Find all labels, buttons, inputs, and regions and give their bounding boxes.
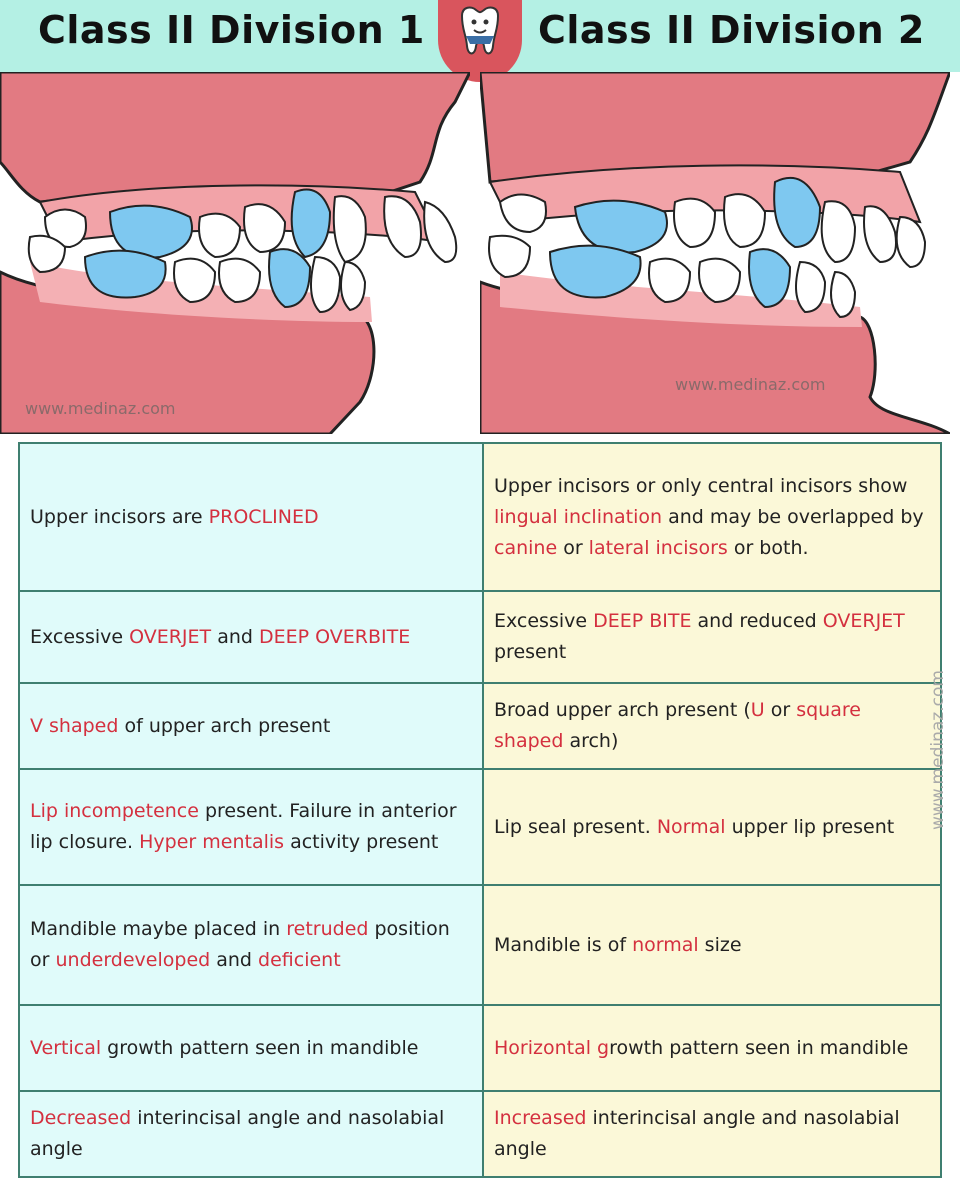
div1-cell: Vertical growth pattern seen in mandible: [18, 1004, 484, 1092]
highlight-text: square shaped: [494, 699, 861, 752]
cell-text: rowth pattern seen in mandible: [609, 1036, 909, 1059]
highlight-text: canine: [494, 536, 558, 559]
table-row: Lip incompetence present. Failure in ant…: [18, 768, 942, 886]
highlight-text: lingual inclination: [494, 505, 663, 528]
cell-text: or: [764, 699, 797, 721]
div1-cell: Upper incisors are PROCLINED: [18, 442, 484, 592]
highlight-text: retruded: [286, 918, 369, 940]
highlight-text: DEEP BITE: [593, 610, 692, 632]
tooth-mascot-icon: [438, 0, 522, 82]
table-row: Vertical growth pattern seen in mandible…: [18, 1004, 942, 1092]
highlight-text: Lip incompetence: [30, 800, 199, 822]
cell-text: growth pattern seen in mandible: [101, 1036, 419, 1059]
highlight-text: Decreased: [30, 1107, 132, 1129]
table-row: Mandible maybe placed in retruded positi…: [18, 884, 942, 1006]
div2-cell: Excessive DEEP BITE and reduced OVERJET …: [482, 590, 942, 684]
left-watermark: www.medinaz.com: [25, 399, 176, 418]
right-watermark: www.medinaz.com: [675, 375, 826, 394]
cell-text: or: [557, 536, 589, 559]
cell-text: interincisal angle and nasolabial angle: [30, 1107, 445, 1160]
highlight-text: Vertical: [30, 1036, 102, 1059]
cell-text: and: [210, 949, 259, 971]
cell-text: Excessive: [30, 625, 130, 648]
class2-div2-teeth-illustration: www.medinaz.com: [480, 72, 950, 434]
div1-cell: Mandible maybe placed in retruded positi…: [18, 884, 484, 1006]
div2-cell: Lip seal present. Normal upper lip prese…: [482, 768, 942, 886]
cell-text: activity present: [284, 831, 439, 853]
cell-text: present: [494, 641, 567, 663]
div2-cell: Upper incisors or only central incisors …: [482, 442, 942, 592]
div2-cell: Mandible is of normal size: [482, 884, 942, 1006]
cell-text: of upper arch present: [118, 714, 331, 737]
div2-cell: Increased interincisal angle and nasolab…: [482, 1090, 942, 1178]
highlight-text: normal: [632, 933, 699, 956]
div2-cell: Broad upper arch present (U or square sh…: [482, 682, 942, 770]
cell-text: size: [698, 933, 742, 956]
div2-cell: Horizontal growth pattern seen in mandib…: [482, 1004, 942, 1092]
cell-text: Excessive: [494, 610, 594, 632]
highlight-text: Horizontal g: [494, 1036, 610, 1059]
cell-text: and reduced: [691, 610, 823, 632]
left-title: Class II Division 1: [38, 8, 425, 52]
cell-text: Upper incisors or only central incisors …: [494, 474, 908, 497]
cell-text: and: [211, 625, 259, 648]
cell-text: position or: [30, 918, 450, 971]
highlight-text: Increased: [494, 1107, 587, 1129]
class2-div1-teeth-illustration: www.medinaz.com: [0, 72, 470, 434]
div1-cell: Excessive OVERJET and DEEP OVERBITE: [18, 590, 484, 684]
highlight-text: deficient: [258, 949, 341, 971]
cell-text: arch): [563, 730, 619, 752]
div1-cell: Lip incompetence present. Failure in ant…: [18, 768, 484, 886]
highlight-text: OVERJET: [822, 610, 905, 632]
highlight-text: Hyper mentalis: [139, 831, 285, 853]
cell-text: interincisal angle and nasolabial angle: [494, 1107, 900, 1160]
cell-text: Mandible maybe placed in: [30, 918, 287, 940]
cell-text: present. Failure in anterior lip closure…: [30, 800, 457, 853]
cell-text: Lip seal present.: [494, 815, 657, 838]
side-watermark: www.medinaz.com: [928, 670, 948, 830]
highlight-text: Normal: [656, 815, 726, 838]
div1-cell: Decreased interincisal angle and nasolab…: [18, 1090, 484, 1178]
cell-text: Broad upper arch present (: [494, 699, 751, 721]
div1-cell: V shaped of upper arch present: [18, 682, 484, 770]
cell-text: and may be overlapped by: [662, 505, 924, 528]
highlight-text: underdeveloped: [55, 949, 211, 971]
cell-text: Mandible is of: [494, 933, 633, 956]
highlight-text: lateral incisors: [588, 536, 728, 559]
highlight-text: PROCLINED: [208, 505, 319, 528]
highlight-text: OVERJET: [129, 625, 212, 648]
cell-text: or both.: [727, 536, 809, 559]
table-row: Decreased interincisal angle and nasolab…: [18, 1090, 942, 1178]
cell-text: upper lip present: [725, 815, 895, 838]
highlight-text: V shaped: [30, 714, 119, 737]
highlight-text: DEEP OVERBITE: [258, 625, 411, 648]
right-title: Class II Division 2: [538, 8, 925, 52]
highlight-text: U: [750, 699, 765, 721]
cell-text: Upper incisors are: [30, 505, 209, 528]
